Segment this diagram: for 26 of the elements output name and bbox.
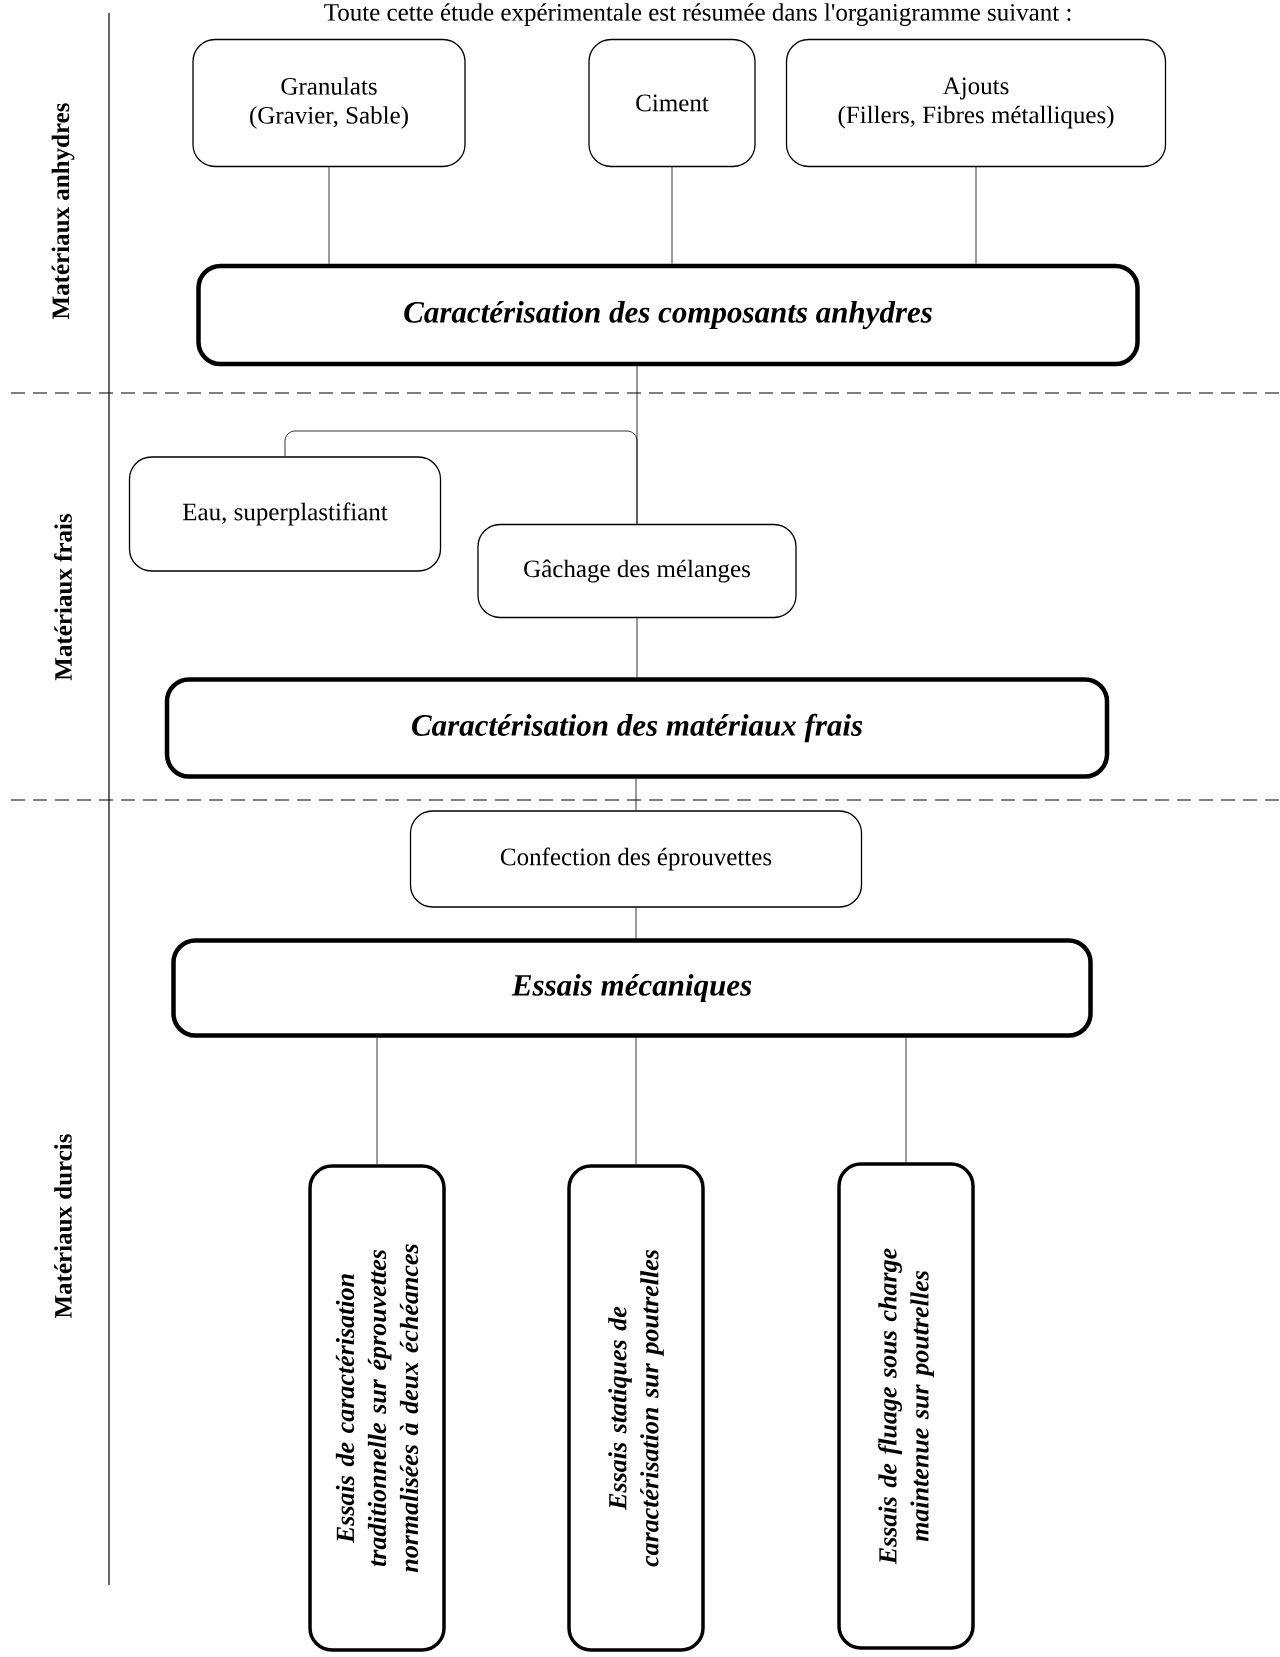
process-box: Gâchage des mélanges	[477, 523, 797, 619]
connector-line	[636, 617, 638, 678]
process-box: Confection des éprouvettes	[409, 810, 863, 908]
connector-line	[328, 166, 330, 265]
stage-box: Caractérisation des composants anhydres	[196, 263, 1140, 367]
process-box: Eau, superplastifiant	[128, 456, 442, 572]
connector-line	[671, 166, 673, 265]
connector-line	[284, 430, 638, 525]
test-box: Essais de fluage sous charge maintenue sur poutrelles	[837, 1162, 975, 1650]
test-box: Essais de caractérisation traditionnelle sur éprouvettes normalisées à deux échéances	[308, 1164, 446, 1652]
stage-box: Caractérisation des matériaux frais	[164, 677, 1110, 779]
section-label: Matériaux durcis	[54, 1134, 72, 1319]
stage-box: Essais mécaniques	[171, 938, 1093, 1038]
connector-line	[905, 1037, 907, 1163]
section-label: Matériaux anhydres	[51, 103, 75, 320]
section-label: Matériaux frais	[54, 513, 72, 681]
process-box: Granulats (Gravier, Sable)	[192, 38, 466, 168]
connector-line	[975, 166, 977, 265]
process-box: Ajouts (Fillers, Fibres métalliques)	[785, 38, 1167, 168]
connector-line	[635, 778, 637, 811]
connector-line	[635, 907, 637, 939]
test-box: Essais statiques de caractérisation sur poutrelles	[567, 1164, 705, 1652]
connector-line	[376, 1037, 378, 1165]
intro-sentence: Toute cette étude expérimentale est résumée dans l'organigramme suivant :	[324, 3, 1071, 26]
process-box: Ciment	[588, 38, 756, 168]
connector-line	[635, 1037, 637, 1165]
